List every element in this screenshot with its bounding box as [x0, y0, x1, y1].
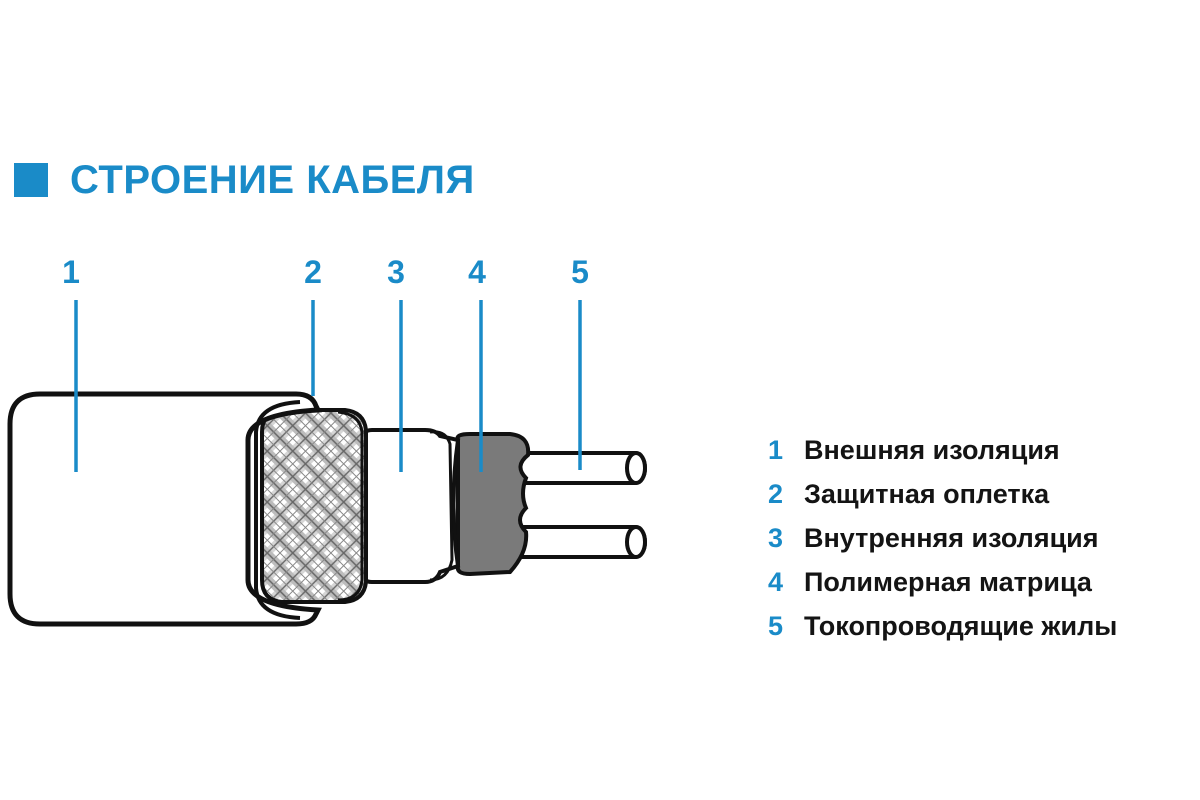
- diagram-title: СТРОЕНИЕ КАБЕЛЯ: [14, 150, 475, 210]
- svg-text:4: 4: [468, 254, 486, 290]
- inner-insulation: [360, 428, 461, 584]
- legend-label: Защитная оплетка: [804, 478, 1050, 509]
- callout-4: 4: [468, 254, 486, 472]
- legend-item: 1 Внешняя изоляция: [768, 428, 1117, 472]
- protective-braid: [260, 408, 368, 604]
- outer-insulation: [7, 391, 322, 627]
- legend-number: 5: [768, 610, 784, 641]
- legend-label: Внешняя изоляция: [804, 434, 1060, 465]
- title-square-icon: [14, 163, 48, 197]
- svg-text:2: 2: [304, 254, 322, 290]
- conductor-upper-end: [625, 451, 647, 485]
- callout-2: 2: [304, 254, 322, 396]
- legend: 1 Внешняя изоляция 2 Защитная оплетка 3 …: [768, 428, 1117, 648]
- conductors: [498, 451, 647, 559]
- legend-label: Полимерная матрица: [804, 566, 1092, 597]
- conductor-lower-end: [625, 525, 647, 559]
- legend-number: 4: [768, 566, 784, 597]
- svg-text:3: 3: [387, 254, 405, 290]
- callout-1: 1: [62, 254, 80, 472]
- legend-label: Внутренняя изоляция: [804, 522, 1099, 553]
- svg-text:1: 1: [62, 254, 80, 290]
- svg-text:5: 5: [571, 254, 589, 290]
- legend-item: 4 Полимерная матрица: [768, 560, 1117, 604]
- legend-number: 3: [768, 522, 784, 553]
- polymer-matrix: [451, 432, 531, 577]
- legend-number: 2: [768, 478, 784, 509]
- legend-label: Токопроводящие жилы: [804, 610, 1118, 641]
- callout-5: 5: [571, 254, 589, 470]
- legend-item: 3 Внутренняя изоляция: [768, 516, 1117, 560]
- callout-3: 3: [387, 254, 405, 472]
- legend-item: 5 Токопроводящие жилы: [768, 604, 1117, 648]
- legend-item: 2 Защитная оплетка: [768, 472, 1117, 516]
- legend-number: 1: [768, 434, 784, 465]
- title-text: СТРОЕНИЕ КАБЕЛЯ: [70, 157, 475, 202]
